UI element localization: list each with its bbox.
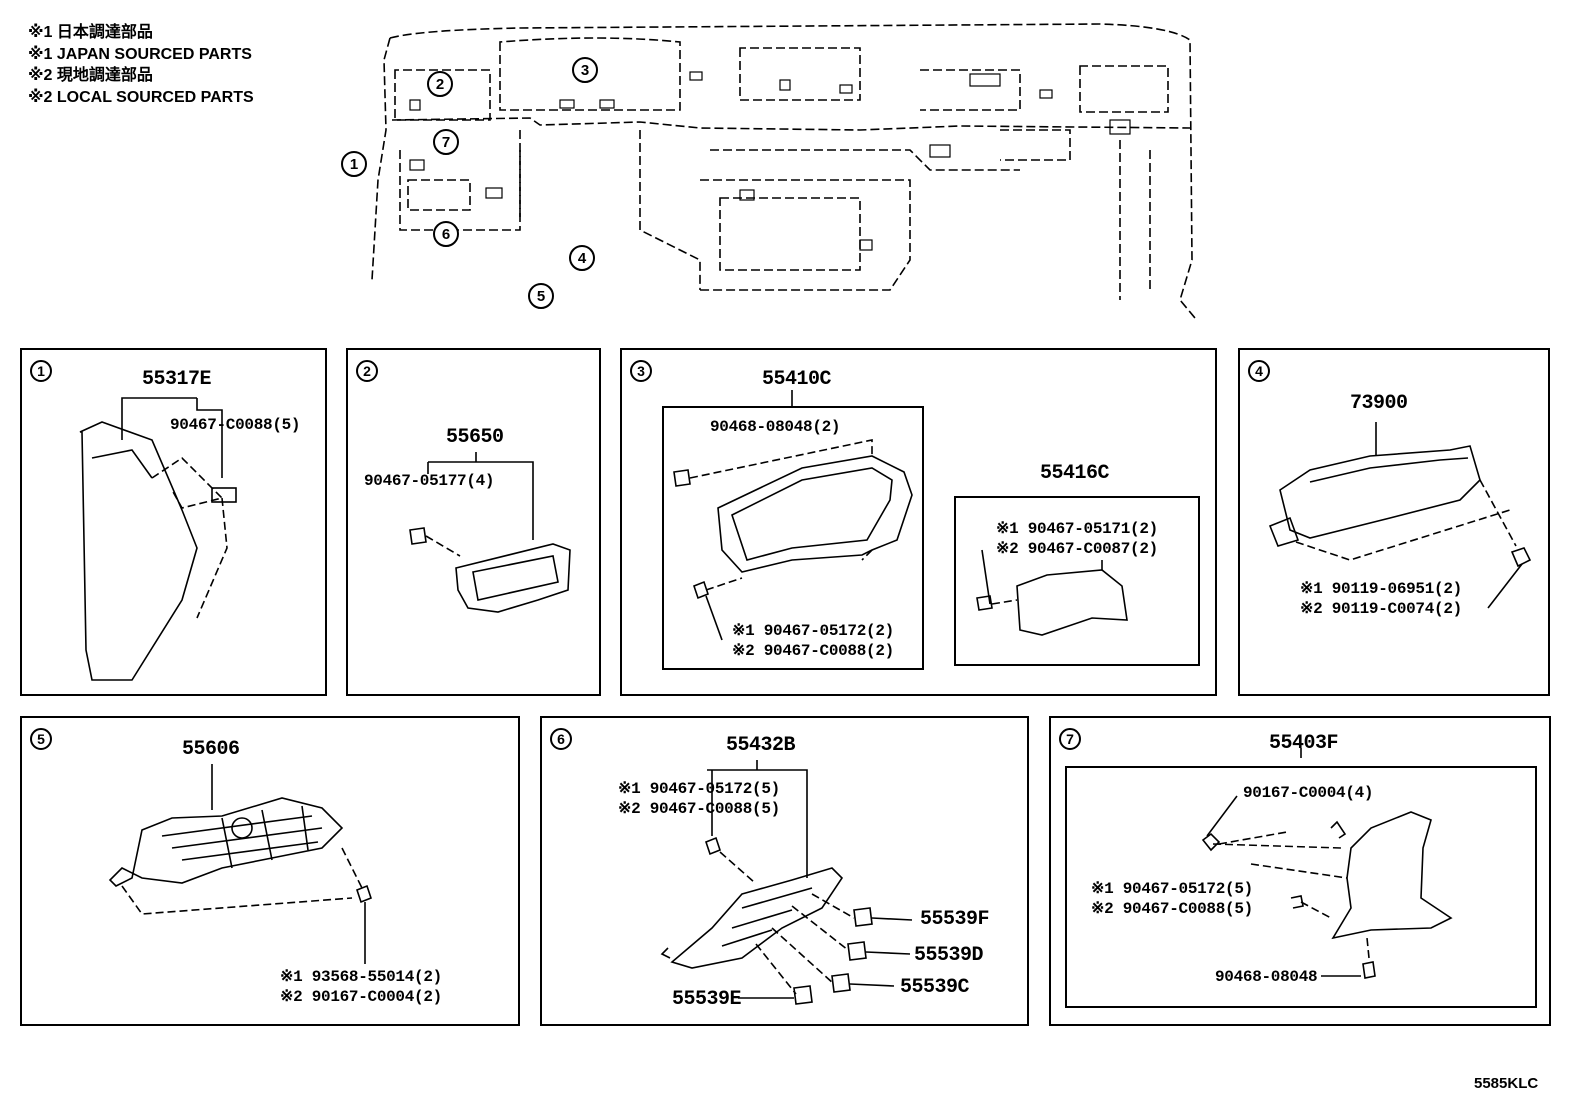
part-90467-05171-2-j: ※1 90467-05171(2): [996, 520, 1158, 538]
cluster-panel-box: [662, 406, 924, 670]
part-90468-08048: 90468-08048: [1215, 968, 1318, 986]
panel-4: 4 73900 ※1 90119-06951(2) ※2 90119-C0074…: [1238, 348, 1550, 696]
part-90467-05172-5-j: ※1 90467-05172(5): [618, 780, 780, 798]
legend-line-2: ※1 JAPAN SOURCED PARTS: [28, 45, 252, 63]
part-90467-C0087-2-l: ※2 90467-C0087(2): [996, 540, 1158, 558]
cluster-hood-drawing: [673, 390, 1128, 641]
part-55539E: 55539E: [672, 988, 742, 1011]
panel-2-number: 2: [356, 360, 378, 382]
part-90467-C0088-2-l: ※2 90467-C0088(2): [732, 642, 894, 660]
part-90467-C0088-5: 90467-C0088(5): [170, 416, 301, 434]
legend-line-1: ※1 日本調達部品: [28, 24, 153, 41]
panel-4-number: 4: [1248, 360, 1270, 382]
part-55539C: 55539C: [900, 976, 970, 999]
part-55606: 55606: [182, 738, 240, 761]
overview-callout-2: 2: [436, 76, 444, 93]
part-90467-05172-2-j: ※1 90467-05172(2): [732, 622, 894, 640]
panel-2: 2 55650 90467-05177(4): [346, 348, 601, 696]
part-90467-C0088-5-l: ※2 90467-C0088(5): [1091, 900, 1253, 918]
panel-5-number: 5: [30, 728, 52, 750]
overview-callout-3: 3: [581, 62, 589, 79]
overview-callout-7: 7: [442, 134, 450, 151]
under-cover-drawing: [108, 764, 372, 964]
part-55539D: 55539D: [914, 944, 984, 967]
overview-callout-4: 4: [578, 250, 587, 267]
part-55416C: 55416C: [1040, 462, 1110, 485]
glove-box-drawing: [1201, 748, 1453, 979]
legend-line-4: ※2 LOCAL SOURCED PARTS: [28, 88, 254, 106]
part-55410C: 55410C: [762, 368, 832, 391]
legend-line-3: ※2 現地調達部品: [28, 67, 153, 84]
overview-callout-1: 1: [350, 156, 358, 173]
panel-5: 5 55606 ※1 93568-55014(2) ※2 90167-C0004…: [20, 716, 520, 1026]
panel-1: 1 55317E 90467-C0088(5): [20, 348, 327, 696]
panel-3-number: 3: [630, 360, 652, 382]
part-55650: 55650: [446, 426, 504, 449]
panel-6-number: 6: [550, 728, 572, 750]
switch-panel-drawing: [409, 452, 571, 613]
part-93568-55014-2-j: ※1 93568-55014(2): [280, 968, 442, 986]
legend: ※1 日本調達部品 ※1 JAPAN SOURCED PARTS ※2 現地調達…: [28, 22, 254, 108]
part-90468-08048-2: 90468-08048(2): [710, 418, 841, 436]
part-90119-C0074-2-l: ※2 90119-C0074(2): [1300, 600, 1462, 618]
part-55403F: 55403F: [1269, 732, 1339, 755]
part-90167-C0004-2-l: ※2 90167-C0004(2): [280, 988, 442, 1006]
part-90467-05177-4: 90467-05177(4): [364, 472, 495, 490]
panel-7-number: 7: [1059, 728, 1081, 750]
part-55432B: 55432B: [726, 734, 796, 757]
overview-callout-5: 5: [537, 288, 545, 305]
part-55317E: 55317E: [142, 368, 212, 391]
part-73900: 73900: [1350, 392, 1408, 415]
part-90467-05172-5-j: ※1 90467-05172(5): [1091, 880, 1253, 898]
panel-3: 3 55410C 90468-08048(2) ※1 90467-05172(2…: [620, 348, 1217, 696]
overview-callout-6: 6: [442, 226, 450, 243]
glove-box-door-box: [1065, 766, 1537, 1008]
panel-1-number: 1: [30, 360, 52, 382]
garnish-box: [954, 496, 1200, 666]
side-trim-panel-drawing: [79, 397, 237, 681]
lower-panel-drawing: [660, 760, 913, 1005]
part-55539F: 55539F: [920, 908, 990, 931]
part-90167-C0004-4: 90167-C0004(4): [1243, 784, 1374, 802]
part-90119-06951-2-j: ※1 90119-06951(2): [1300, 580, 1462, 598]
diagram-code: 5585KLC: [1474, 1075, 1539, 1092]
dashboard-overview-drawing: 1 2 3 4 5 6 7: [341, 23, 1196, 319]
panel-7: 7 55403F 90167-C0004(4) ※1 90467-05172(5…: [1049, 716, 1551, 1026]
panel-6: 6 55432B ※1 90467-05172(5) ※2 90467-C008…: [540, 716, 1029, 1026]
part-90467-C0088-5-l: ※2 90467-C0088(5): [618, 800, 780, 818]
airbag-module-drawing: [1268, 422, 1532, 609]
